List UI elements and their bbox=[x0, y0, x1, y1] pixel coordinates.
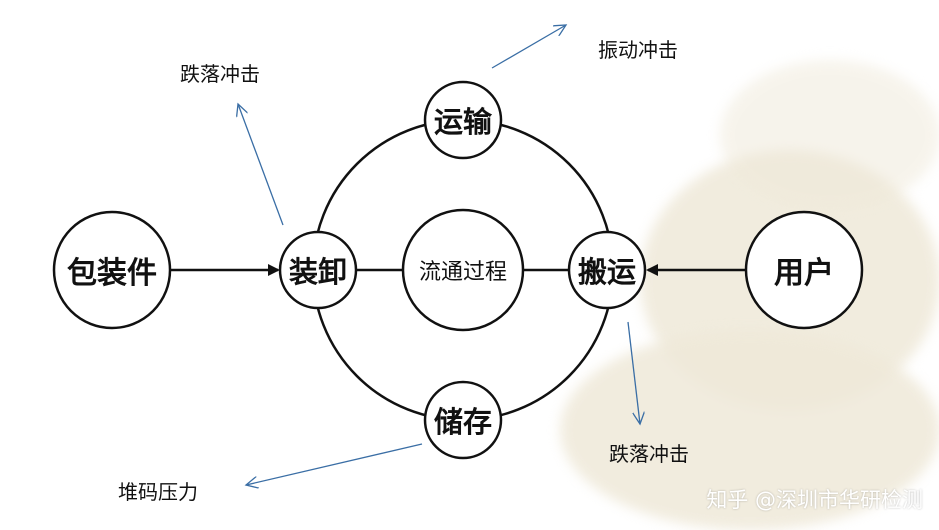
arrow-stacking-pressure bbox=[246, 443, 423, 485]
node-package-circle bbox=[52, 210, 172, 330]
node-loading-label: 装卸 bbox=[288, 255, 348, 289]
arrow-drop-impact-bottom bbox=[627, 321, 640, 424]
arrow-vibration-impact bbox=[491, 25, 566, 69]
node-transport-label: 运输 bbox=[433, 105, 493, 139]
node-package-label: 包装件 bbox=[67, 256, 157, 291]
annotation-stacking-pressure: 堆码压力 bbox=[118, 480, 198, 504]
node-process-circle bbox=[401, 208, 525, 332]
node-storage-circle bbox=[423, 380, 503, 460]
watermark-text: 知乎 @深圳市华研检测 bbox=[706, 488, 923, 512]
node-handling-circle bbox=[567, 230, 647, 310]
background-blob bbox=[560, 330, 939, 530]
annotation-drop-impact-bottom: 跌落冲击 bbox=[609, 442, 689, 466]
node-storage-label: 储存 bbox=[433, 405, 493, 439]
annotation-vibration-impact: 振动冲击 bbox=[598, 38, 678, 62]
background-blob bbox=[720, 60, 939, 210]
node-transport-circle bbox=[423, 80, 503, 160]
annotation-drop-impact-top: 跌落冲击 bbox=[180, 62, 260, 86]
arrow-drop-impact-top bbox=[238, 104, 284, 226]
node-user-circle bbox=[744, 210, 864, 330]
node-user-label: 用户 bbox=[774, 256, 834, 291]
node-process-label: 流通过程 bbox=[418, 260, 508, 285]
node-handling-label: 搬运 bbox=[577, 255, 637, 289]
node-loading-circle bbox=[278, 230, 358, 310]
